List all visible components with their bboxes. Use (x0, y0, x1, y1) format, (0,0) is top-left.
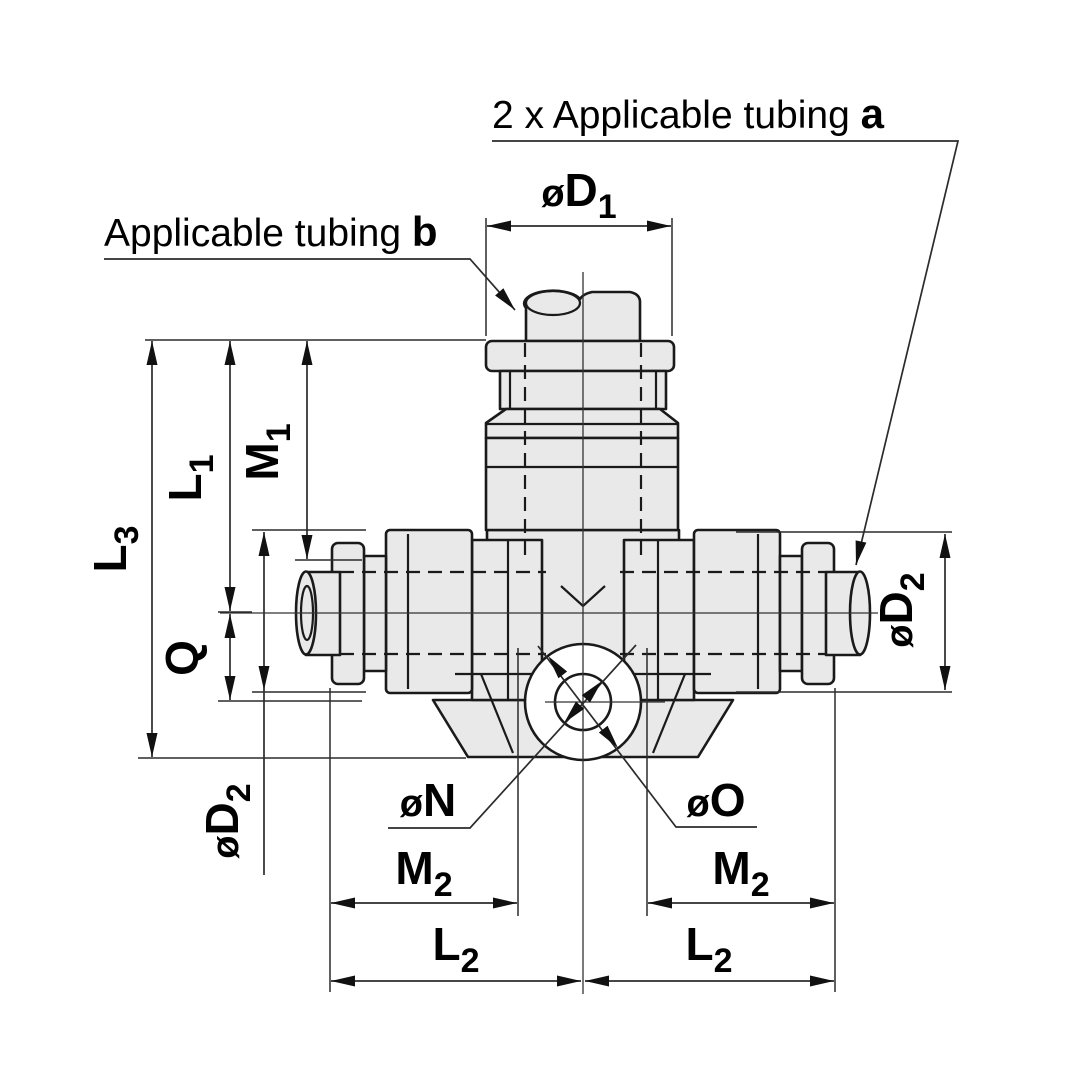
arrow-n-lower (564, 701, 585, 723)
label-D1: øD1 (541, 164, 616, 226)
arrow-l2r-right (810, 975, 834, 987)
dimension-L1: L1 (159, 341, 236, 611)
dimension-M1: M1 (236, 341, 313, 559)
arrow-o-upper (548, 656, 568, 679)
dimension-M2-right: M2 (648, 842, 834, 909)
centerlines (220, 272, 878, 994)
arrow-d1-right (647, 220, 671, 232)
arrow-m1-bottom (301, 535, 313, 559)
label-M2-left: M2 (395, 842, 452, 904)
callout-tubing-a: 2 x Applicable tubing a (492, 90, 960, 566)
arrow-o-lower (598, 725, 618, 748)
dimension-D1: øD1 (487, 164, 671, 232)
arrow-m2r-right (810, 897, 834, 909)
label-Q: Q (156, 640, 208, 676)
leader-tubing-a (492, 140, 960, 566)
dimension-D2-right: øD2 (870, 534, 951, 690)
dimension-L2-left: L2 (331, 918, 581, 987)
label-L3: L3 (84, 525, 146, 572)
leader-O (537, 645, 757, 828)
arrow-m2l-left (331, 897, 355, 909)
label-D2-right: øD2 (870, 572, 932, 647)
dimension-L2-right: L2 (585, 918, 834, 987)
arrow-m1-top (301, 341, 313, 365)
arrow-l2r-left (585, 975, 609, 987)
dimension-D2-left: øD2 (196, 532, 270, 875)
top-release-flange (484, 339, 676, 373)
top-tube (522, 289, 642, 343)
hex-facet-right (651, 673, 687, 754)
arrow-tubing-a (855, 540, 867, 565)
arrow-d2r-top (939, 534, 951, 558)
label-tubing-b: Applicable tubing b (104, 208, 438, 255)
callout-O: øO (537, 645, 757, 828)
arrow-q-top (224, 614, 236, 638)
label-M1: M1 (236, 423, 298, 480)
arrow-tubing-b (495, 288, 515, 310)
arrow-l1-bottom (224, 587, 236, 611)
arrow-m2l-right (493, 897, 517, 909)
arrow-l1-top (224, 341, 236, 365)
top-branch (484, 289, 680, 532)
arrow-l3-top (146, 341, 158, 365)
arrow-d2r-bottom (939, 666, 951, 690)
right-collar-cap (692, 528, 782, 695)
dimension-L3: L3 (84, 341, 158, 757)
arrow-m2r-left (648, 897, 672, 909)
label-N: øN (400, 774, 456, 826)
callout-N: øN (388, 644, 637, 829)
arrow-d2l-bottom (258, 666, 270, 690)
arrow-l2l-right (557, 975, 581, 987)
label-O: øO (687, 774, 746, 826)
label-tubing-a: 2 x Applicable tubing a (492, 90, 885, 137)
dimension-M2-left: M2 (331, 842, 517, 909)
label-L1: L1 (159, 454, 221, 501)
hidden-lines (340, 343, 826, 656)
leader-tubing-b (104, 258, 516, 311)
arrow-n-upper (581, 681, 602, 703)
left-collar-cap (384, 528, 474, 695)
label-D2-left: øD2 (196, 783, 258, 858)
callout-tubing-b: Applicable tubing b (104, 208, 516, 311)
arrow-l3-bottom (146, 733, 158, 757)
top-body (484, 436, 680, 532)
arrow-q-bottom (224, 676, 236, 700)
hex-facet-left (479, 673, 515, 754)
label-L2-right: L2 (685, 918, 732, 980)
top-tube-end-face (524, 289, 582, 317)
label-L2-left: L2 (432, 918, 479, 980)
arrow-d1-left (487, 220, 511, 232)
arrow-l2l-left (331, 975, 355, 987)
dimension-Q: Q (156, 614, 236, 700)
label-M2-right: M2 (712, 842, 769, 904)
arrow-d2l-top (258, 532, 270, 556)
